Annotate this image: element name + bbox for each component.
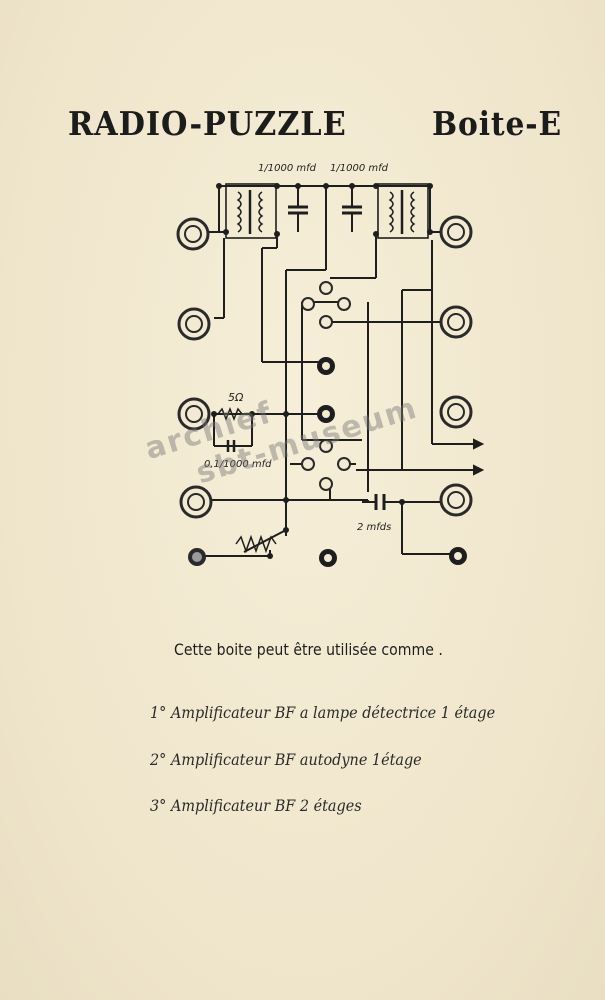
- capacitor-label-4: 2 mfds: [357, 522, 392, 533]
- capacitor-label-2: 1/1000 mfd: [330, 163, 388, 174]
- capacitor-label-3: 0,1/1000 mfd: [204, 459, 272, 470]
- usage-intro: Cette boite peut être utilisée comme .: [174, 640, 443, 659]
- right-transformer: [377, 183, 429, 239]
- usage-item-2: 2° Amplificateur BF autodyne 1étage: [150, 750, 422, 769]
- usage-item-1: 1° Amplificateur BF a lampe détectrice 1…: [150, 703, 496, 722]
- title-main: RADIO-PUZZLE: [68, 104, 347, 143]
- resistor-label: 5Ω: [228, 391, 244, 404]
- title-box-name: Boite-E: [432, 104, 563, 143]
- left-transformer-coil: [236, 191, 242, 233]
- page-title: RADIO-PUZZLE Boite-E: [0, 104, 605, 144]
- left-transformer: [225, 183, 277, 239]
- capacitor-label-1: 1/1000 mfd: [258, 163, 316, 174]
- usage-item-3: 3° Amplificateur BF 2 étages: [150, 796, 362, 815]
